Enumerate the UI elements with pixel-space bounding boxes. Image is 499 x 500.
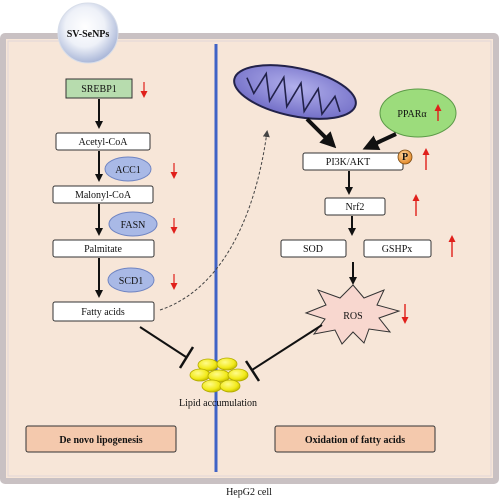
mitochondrion (233, 64, 357, 120)
malonyl-coa-label: Malonyl-CoA (75, 190, 132, 201)
palmitate-box: Palmitate (52, 239, 155, 258)
srebp1-label: SREBP1 (81, 84, 117, 95)
scd1-enzyme: SCD1 (107, 267, 155, 293)
ppar-alpha-node: PPARα (379, 88, 457, 138)
ros-label: ROS (343, 311, 362, 322)
phosphorylation-label: P (402, 152, 408, 163)
ros-inhibition (244, 324, 323, 382)
oxidation-of-fatty-acids-label: Oxidation of fatty acids (305, 435, 405, 446)
ppar-to-pi3k-arrow (362, 132, 397, 151)
de-novo-lipogenesis-panel: De novo lipogenesis (25, 425, 177, 453)
lipid-droplets (189, 357, 249, 393)
nrf2-box: Nrf2 (324, 197, 386, 216)
sod-label: SOD (303, 244, 323, 255)
acc1-enzyme: ACC1 (104, 156, 152, 182)
ppar-alpha-label: PPARα (397, 109, 427, 120)
acc1-label: ACC1 (115, 165, 141, 176)
fatty-acids-inhibition (139, 326, 195, 369)
hepg2-cell-label: HepG2 cell (226, 487, 272, 498)
de-novo-lipogenesis-label: De novo lipogenesis (59, 435, 142, 446)
srebp1-box: SREBP1 (65, 78, 133, 99)
phosphorylation-badge: P (397, 149, 413, 165)
cell-membrane-inner (7, 40, 492, 477)
sv-senps-label: SV-SeNPs (67, 29, 110, 40)
fatty-acids-to-mitochondrion-arrow (159, 130, 270, 311)
ros-burst: ROS (304, 284, 401, 345)
malonyl-coa-box: Malonyl-CoA (52, 185, 154, 204)
fatty-acids-box: Fatty acids (52, 301, 155, 322)
fasn-label: FASN (121, 220, 146, 231)
nrf2-label: Nrf2 (346, 202, 365, 213)
gshpx-box: GSHPx (363, 239, 432, 258)
fasn-enzyme: FASN (108, 211, 158, 237)
oxidation-of-fatty-acids-panel: Oxidation of fatty acids (274, 425, 436, 453)
acetyl-coa-label: Acetyl-CoA (79, 137, 129, 148)
acetyl-coa-box: Acetyl-CoA (55, 132, 151, 151)
pi3k-akt-box: PI3K/AKT (302, 152, 404, 171)
pi3k-akt-label: PI3K/AKT (326, 157, 370, 168)
gshpx-label: GSHPx (382, 244, 413, 255)
mitochondrion-to-pi3k-arrow (305, 117, 337, 149)
sv-senps-nanoparticle: SV-SeNPs (57, 2, 119, 64)
sod-box: SOD (280, 239, 347, 258)
palmitate-label: Palmitate (84, 244, 122, 255)
lipid-accumulation-label: Lipid accumulation (179, 398, 257, 409)
scd1-label: SCD1 (119, 276, 143, 287)
fatty-acids-label: Fatty acids (81, 307, 125, 318)
